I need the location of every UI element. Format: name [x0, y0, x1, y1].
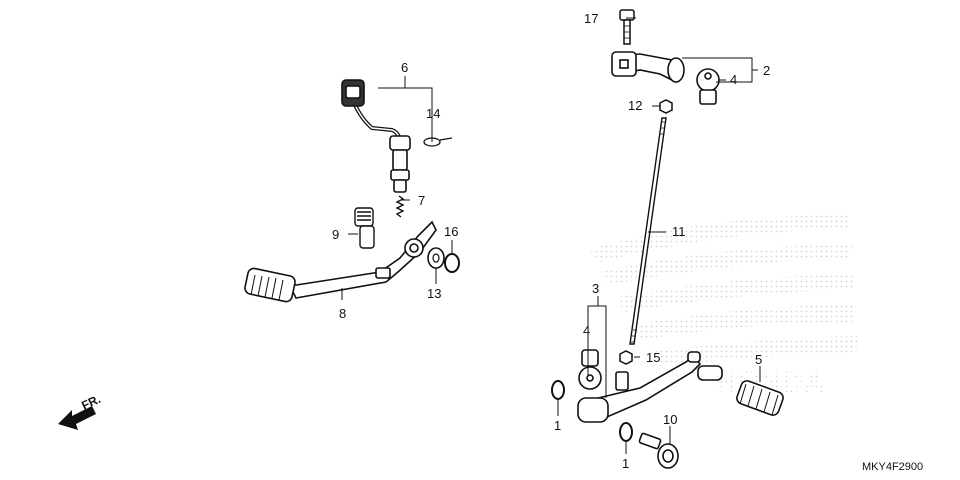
part-16-circlip [444, 253, 460, 273]
callout-17: 17 [584, 11, 598, 26]
callout-4-top: 4 [730, 72, 737, 87]
part-4-ball-joint-top [696, 68, 720, 105]
callout-1-right: 1 [622, 456, 629, 471]
part-17-bolt [619, 9, 635, 45]
part-13-washer [427, 247, 445, 269]
part-14-clip [423, 137, 453, 147]
callout-4-bottom: 4 [583, 323, 590, 338]
callout-1-left: 1 [554, 418, 561, 433]
direction-arrow: FR. [58, 392, 103, 430]
part-1-circlip-left [551, 380, 565, 400]
callout-12: 12 [628, 98, 642, 113]
callout-8: 8 [339, 306, 346, 321]
callout-5: 5 [755, 352, 762, 367]
wing-logo-watermark: HONDA [590, 215, 858, 399]
part-10-pivot-bolt [638, 432, 679, 469]
callout-7: 7 [418, 193, 425, 208]
callout-16: 16 [444, 224, 458, 239]
part-9-return-spring [354, 207, 375, 249]
callout-15: 15 [646, 350, 660, 365]
part-8-pedal [244, 220, 437, 303]
leader-lines [341, 17, 761, 454]
diagram-code: MKY4F2900 [862, 461, 923, 473]
callout-11: 11 [672, 224, 686, 239]
callout-6: 6 [401, 60, 408, 75]
direction-label: FR. [79, 392, 102, 413]
part-4-ball-joint-bottom [578, 349, 602, 390]
callout-9: 9 [332, 227, 339, 242]
part-5-rubber [736, 380, 784, 416]
callout-10: 10 [663, 412, 677, 427]
part-2-shift-arm [611, 51, 685, 84]
part-6-shift-rod [341, 79, 411, 193]
part-7-spring [395, 195, 405, 218]
part-12-nut [659, 99, 673, 114]
part-1-circlip-right [619, 422, 633, 442]
pedal-rubber-grip [244, 267, 296, 303]
callout-13: 13 [427, 286, 441, 301]
callout-2: 2 [763, 63, 770, 78]
callout-14: 14 [426, 106, 440, 121]
part-3-shift-lever [577, 351, 723, 423]
part-11-rod [629, 117, 667, 345]
part-15-nut [619, 350, 633, 365]
callout-3: 3 [592, 281, 599, 296]
